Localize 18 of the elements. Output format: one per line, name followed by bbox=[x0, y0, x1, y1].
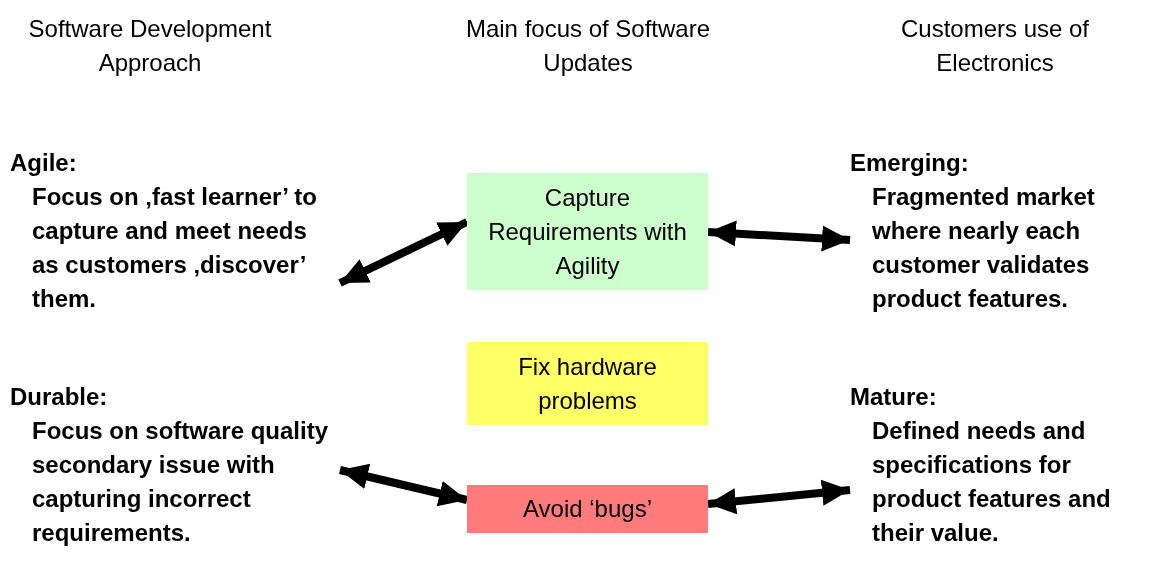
category-description: Focus on ‚fast learner’ to capture and meet needs as customers ‚discover’ them. bbox=[32, 182, 318, 314]
category-heading: Agile: bbox=[10, 148, 78, 178]
category-description: Defined needs and specifications for product features and their value. bbox=[872, 416, 1112, 548]
column-heading: Main focus of Software Updates bbox=[464, 14, 712, 78]
category-description: Focus on software quality secondary issue with capturing incorrect requirements. bbox=[32, 416, 330, 548]
category-heading: Durable: bbox=[10, 382, 109, 412]
double-arrow bbox=[339, 463, 468, 507]
double-arrow bbox=[338, 218, 469, 287]
focus-box: Avoid ‘bugs’ bbox=[467, 485, 708, 533]
column-heading: Customers use of Electronics bbox=[899, 14, 1091, 78]
column-heading: Software Development Approach bbox=[27, 14, 273, 78]
category-heading: Emerging: bbox=[850, 148, 970, 178]
focus-box: Capture Requirements with Agility bbox=[467, 173, 708, 290]
focus-box: Fix hardware problems bbox=[467, 342, 708, 425]
category-heading: Mature: bbox=[850, 382, 938, 412]
double-arrow bbox=[707, 479, 851, 515]
double-arrow bbox=[707, 220, 851, 252]
category-description: Fragmented market where nearly each customer validates product features. bbox=[872, 182, 1096, 314]
